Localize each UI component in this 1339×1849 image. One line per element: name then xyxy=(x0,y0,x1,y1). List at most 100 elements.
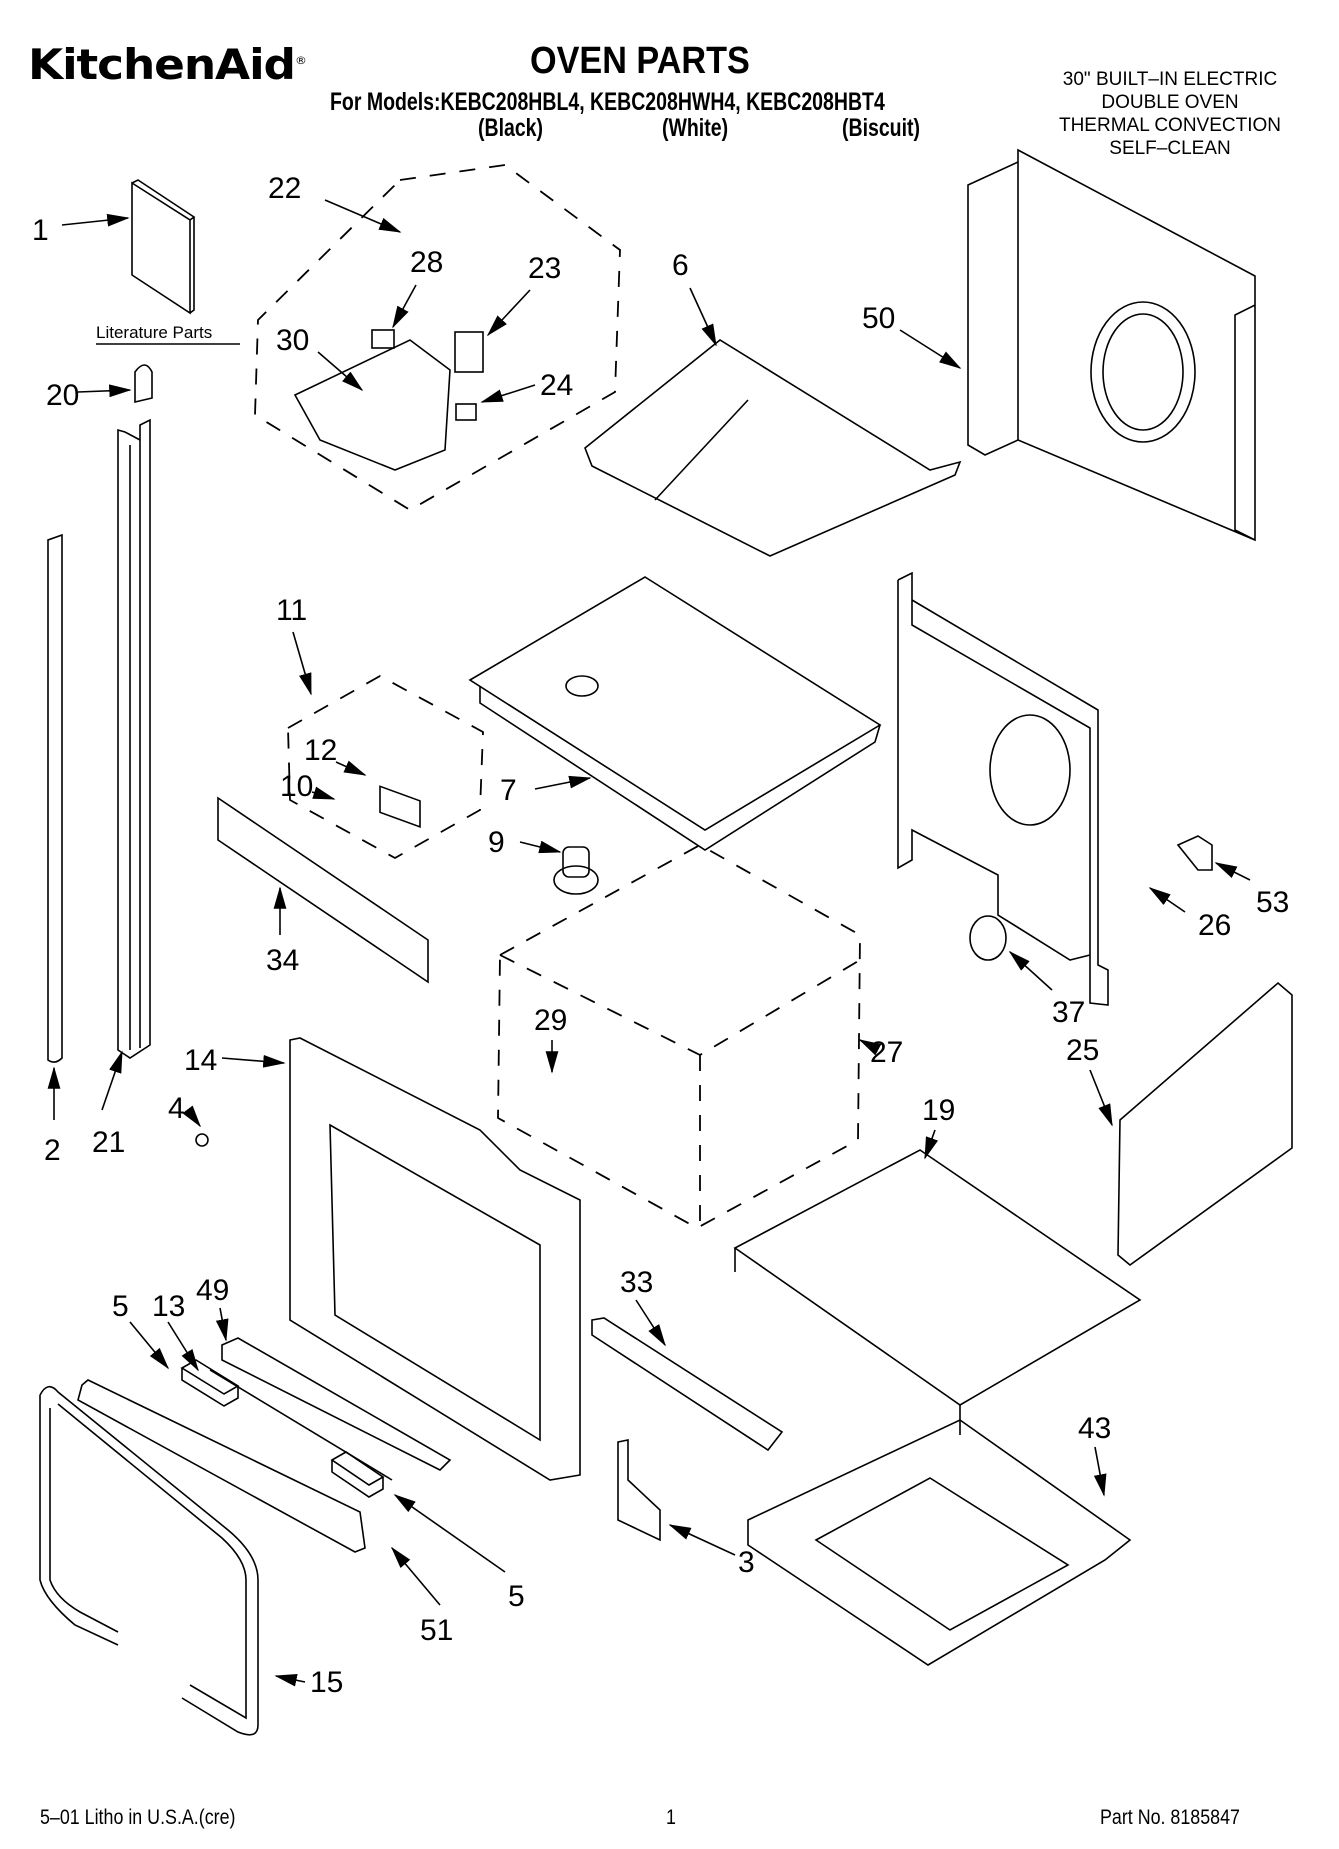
leader-53 xyxy=(1214,862,1251,881)
footer-page-number: 1 xyxy=(666,1806,676,1829)
leader-5b xyxy=(393,1494,506,1573)
leader-7 xyxy=(534,775,592,790)
part-49-bar[interactable] xyxy=(221,1337,452,1471)
leader-5a xyxy=(129,1321,170,1370)
callout-13: 13 xyxy=(152,1290,185,1323)
desc-line: SELF–CLEAN xyxy=(1109,138,1231,159)
callout-49: 49 xyxy=(196,1274,229,1307)
callout-14: 14 xyxy=(184,1044,217,1077)
part-28[interactable] xyxy=(371,329,395,349)
leader-49 xyxy=(215,1307,229,1342)
leader-20 xyxy=(77,384,132,398)
part-11-light-assembly[interactable] xyxy=(287,674,484,860)
part-4-screw[interactable] xyxy=(195,1133,209,1147)
part-1-literature[interactable] xyxy=(131,179,196,315)
callout-6: 6 xyxy=(672,249,689,282)
part-6-panel[interactable] xyxy=(584,339,962,557)
callout-19: 19 xyxy=(922,1094,955,1127)
footer-part-number: Part No. 8185847 xyxy=(1100,1806,1240,1829)
brand-logo: KitchenAid® xyxy=(28,40,307,89)
color-biscuit: (Biscuit) xyxy=(842,114,920,142)
leader-11 xyxy=(292,631,312,696)
part-26-side-panel[interactable] xyxy=(897,571,1109,1006)
part-5-block-a[interactable] xyxy=(180,1359,240,1407)
callout-23: 23 xyxy=(528,252,561,285)
callout-34: 34 xyxy=(266,944,299,977)
part-15-door-gasket[interactable] xyxy=(39,1385,259,1736)
leader-26 xyxy=(1148,887,1186,913)
callout-12: 12 xyxy=(304,734,337,767)
leader-13 xyxy=(167,1321,199,1372)
models-line: For Models:KEBC208HBL4, KEBC208HWH4, KEB… xyxy=(330,88,885,116)
part-50-back-panel[interactable] xyxy=(967,148,1256,542)
callout-20: 20 xyxy=(46,379,79,412)
leader-12 xyxy=(335,760,367,776)
leader-28 xyxy=(392,284,417,329)
color-white: (White) xyxy=(662,114,729,142)
leader-43 xyxy=(1093,1446,1107,1497)
callout-53: 53 xyxy=(1256,886,1289,919)
part-14-front-frame[interactable] xyxy=(289,1037,581,1481)
callout-5a: 5 xyxy=(112,1290,129,1323)
part-7-top-panel[interactable] xyxy=(468,576,882,851)
part-53-bracket[interactable] xyxy=(1176,835,1213,871)
callout-30: 30 xyxy=(276,324,309,357)
part-51-trim-bar[interactable] xyxy=(77,1379,366,1553)
part-33-rail[interactable] xyxy=(591,1317,784,1452)
callout-33: 33 xyxy=(620,1266,653,1299)
desc-line: DOUBLE OVEN xyxy=(1101,92,1239,113)
callout-10: 10 xyxy=(280,770,313,803)
leader-22 xyxy=(324,199,402,233)
part-37-thermostat[interactable] xyxy=(969,915,1007,961)
part-34-vent[interactable] xyxy=(217,796,429,984)
callout-22: 22 xyxy=(268,172,301,205)
callout-24: 24 xyxy=(540,369,573,402)
leader-23 xyxy=(486,289,531,337)
leader-15 xyxy=(274,1673,306,1687)
part-25-side-panel[interactable] xyxy=(1117,981,1293,1267)
callout-51: 51 xyxy=(420,1614,453,1647)
footer-litho: 5–01 Litho in U.S.A.(cre) xyxy=(40,1806,236,1829)
callout-15: 15 xyxy=(310,1666,343,1699)
leader-27 xyxy=(858,1039,882,1056)
leader-24 xyxy=(480,384,536,403)
part-5-block-b[interactable] xyxy=(330,1451,385,1498)
part-3-bracket[interactable] xyxy=(617,1439,661,1542)
leader-51 xyxy=(390,1546,441,1606)
callout-9: 9 xyxy=(488,826,505,859)
product-description: 30" BUILT–IN ELECTRIC DOUBLE OVEN THERMA… xyxy=(1020,68,1320,160)
leader-37 xyxy=(1008,950,1053,991)
callout-5b: 5 xyxy=(508,1580,525,1613)
part-19-bottom-panel[interactable] xyxy=(733,1149,1142,1435)
leader-21 xyxy=(101,1050,123,1111)
callout-26: 26 xyxy=(1198,909,1231,942)
page-title: OVEN PARTS xyxy=(530,40,750,82)
callout-29: 29 xyxy=(534,1004,567,1037)
leader-6 xyxy=(689,287,717,347)
leader-10 xyxy=(311,786,336,800)
part-20[interactable] xyxy=(134,364,153,404)
part-21-rail[interactable] xyxy=(117,418,151,1059)
callout-43: 43 xyxy=(1078,1412,1111,1445)
leader-14 xyxy=(221,1054,286,1068)
part-24[interactable] xyxy=(455,403,477,421)
callout-7: 7 xyxy=(500,774,517,807)
part-2-trim[interactable] xyxy=(47,533,63,1063)
part-9-knob[interactable] xyxy=(553,846,599,895)
callout-28: 28 xyxy=(410,246,443,279)
leader-50 xyxy=(899,329,962,369)
callout-1: 1 xyxy=(32,214,49,247)
callout-25: 25 xyxy=(1066,1034,1099,1067)
leader-4 xyxy=(182,1105,201,1128)
leader-25 xyxy=(1089,1069,1113,1127)
leader-30 xyxy=(317,351,364,392)
leader-1 xyxy=(61,213,130,227)
leader-19 xyxy=(924,1129,939,1160)
part-43-base-tray[interactable] xyxy=(747,1419,1132,1666)
part-13-strip[interactable] xyxy=(209,1369,393,1481)
part-23[interactable] xyxy=(454,331,484,373)
desc-line: 30" BUILT–IN ELECTRIC xyxy=(1062,69,1278,90)
part-27-oven-cavity[interactable] xyxy=(497,843,861,1230)
part-22-assembly[interactable] xyxy=(254,164,621,512)
